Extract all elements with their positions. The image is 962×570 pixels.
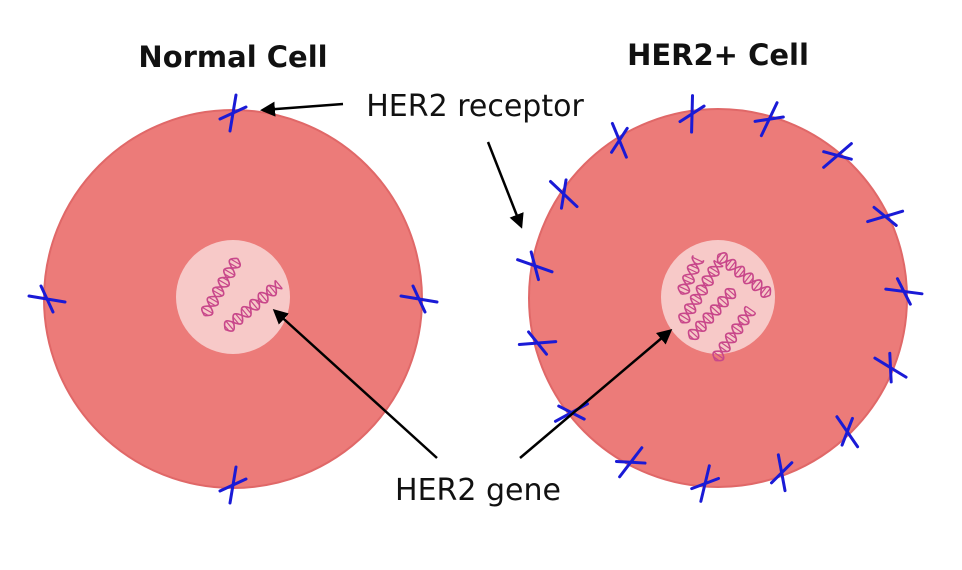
- gene-arrow-right: [519, 329, 673, 459]
- her2-receptor-icon: [866, 205, 905, 227]
- her2-receptor-icon: [27, 284, 67, 314]
- dna-helix-icon: [716, 252, 772, 298]
- gene-arrow-left: [272, 308, 438, 459]
- her2-receptor-icon: [753, 101, 785, 138]
- normal-cell: [27, 93, 439, 505]
- receptor-arrow-right: [486, 141, 524, 229]
- normal-receptors: [27, 93, 439, 505]
- her2-receptor-icon: [614, 446, 647, 479]
- dna-helix-icon: [223, 279, 283, 332]
- her2-receptor-icon: [690, 464, 720, 503]
- her2pos-dna-group: [677, 252, 772, 362]
- her2-receptor-icon: [873, 351, 908, 384]
- her2pos-receptors: [516, 94, 924, 503]
- her2-receptor-icon: [516, 250, 554, 282]
- her2-receptor-icon: [549, 178, 579, 210]
- her2-receptor-icon: [678, 94, 706, 134]
- her2-receptor-icon: [610, 121, 629, 159]
- dna-helix-icon: [677, 254, 705, 295]
- her2pos-cell-title: HER2+ Cell: [627, 38, 809, 72]
- her2pos-cell: [516, 94, 924, 503]
- her2-receptor-icon: [770, 453, 794, 493]
- her2-receptor-icon: [517, 330, 558, 356]
- receptor-label: HER2 receptor: [366, 89, 584, 124]
- dna-helix-icon: [200, 257, 242, 317]
- normal-nucleus: [176, 240, 290, 354]
- her2-receptor-icon: [835, 415, 860, 449]
- dna-helix-icon: [712, 305, 757, 362]
- normal-dna-group: [200, 257, 283, 332]
- normal-cell-title: Normal Cell: [138, 40, 327, 74]
- gene-label: HER2 gene: [395, 473, 561, 508]
- her2-receptor-icon: [822, 142, 853, 169]
- her2-receptor-icon: [218, 93, 248, 133]
- receptor-arrow-left: [260, 101, 344, 117]
- her2-receptor-icon: [218, 465, 248, 505]
- dna-helix-icon: [687, 287, 737, 341]
- her2-receptor-icon: [884, 277, 924, 306]
- her2-receptor-icon: [399, 284, 439, 314]
